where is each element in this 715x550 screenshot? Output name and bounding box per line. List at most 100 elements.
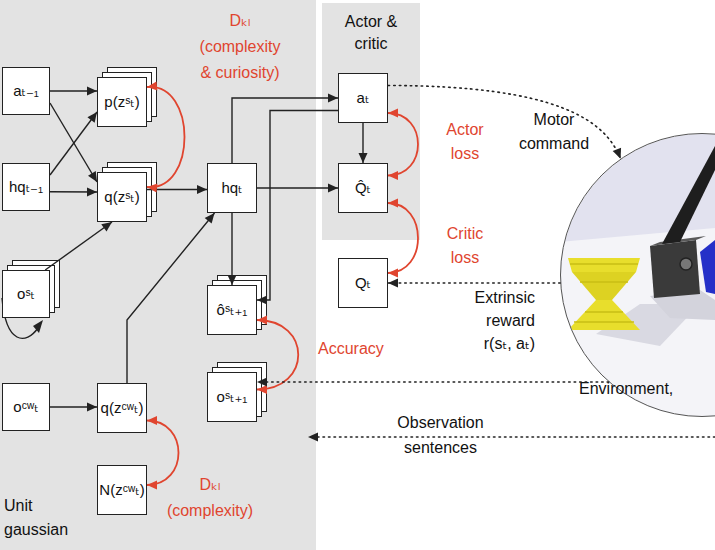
arrow-head <box>308 433 318 442</box>
connector <box>228 213 237 285</box>
arrow-head <box>101 222 112 231</box>
connector <box>50 87 97 96</box>
annotation-label: Dₖₗ (complexity & curiosity) <box>196 8 284 86</box>
node-label: ôˢₜ₊₁ <box>217 301 248 319</box>
connector-line <box>50 90 97 91</box>
connector-line <box>50 103 97 182</box>
node-label: oᶜʷₜ <box>13 398 38 416</box>
annotation-label: Critic loss <box>437 222 493 270</box>
annotation-label: Motor command <box>512 108 596 156</box>
state-box: Qₜ <box>338 258 388 308</box>
connector <box>147 185 207 194</box>
node-label: hqₜ <box>221 179 242 197</box>
annotation-label: Unit gaussian <box>4 494 84 542</box>
arrow-head <box>257 385 267 394</box>
robot-illustration <box>560 133 715 420</box>
arrow-head <box>87 187 97 196</box>
arrow-head <box>613 148 621 159</box>
connector-line <box>388 282 560 284</box>
arrow-head <box>205 213 215 224</box>
connector-line <box>362 123 363 163</box>
node-label: aₜ₋₁ <box>13 82 39 100</box>
connector <box>257 184 338 193</box>
connector-line <box>231 213 232 285</box>
connector <box>232 94 338 164</box>
arrow-head <box>87 112 97 123</box>
arrow-head <box>147 82 157 91</box>
state-box: aₜ <box>338 73 388 123</box>
node-label: Qₜ <box>355 274 371 292</box>
panel-heading: Actor & critic <box>322 11 420 55</box>
annotation-label: Dₖₗ (complexity) <box>165 472 255 524</box>
state-box: hqₜ₋₁ <box>2 163 50 211</box>
connector <box>127 213 215 383</box>
connector-line <box>257 381 609 383</box>
connector-line <box>388 86 621 159</box>
connector-line <box>127 213 215 383</box>
node-label: hqₜ₋₁ <box>9 178 43 196</box>
annotation-label: Observation sentences <box>383 410 498 460</box>
arrow-head <box>88 171 97 182</box>
state-box: aₜ₋₁ <box>2 67 50 115</box>
arrow-head <box>388 269 398 278</box>
connector <box>50 187 97 196</box>
connector-line <box>147 87 185 187</box>
arrow-head <box>147 184 157 193</box>
loss-arrow <box>388 199 418 278</box>
connector-line <box>257 187 338 188</box>
state-box: N(zᶜʷₜ) <box>97 465 147 515</box>
arrow-head <box>388 171 398 180</box>
connector-line <box>147 189 207 190</box>
connector-line <box>232 98 338 163</box>
connector <box>45 222 112 270</box>
arrow-head <box>328 94 338 103</box>
connector-line <box>50 112 97 175</box>
connector <box>50 403 97 412</box>
arrow-head <box>359 153 368 163</box>
state-box: oᶜʷₜ <box>2 383 50 431</box>
node-label: aₜ <box>357 89 370 107</box>
arrow-head <box>388 279 398 288</box>
arrow-head <box>257 296 267 305</box>
connector <box>50 103 97 182</box>
connector-line <box>257 320 298 390</box>
loss-arrow <box>388 109 418 181</box>
connector-line <box>50 191 97 193</box>
group-panel: Actor & critic aₜQ̂ₜ <box>322 3 420 240</box>
node-label: oˢₜ₊₁ <box>217 388 248 406</box>
connector <box>388 86 621 159</box>
arrow-head <box>147 416 157 425</box>
node-label: Q̂ₜ <box>355 179 371 197</box>
connector <box>257 111 338 305</box>
connector-line <box>388 203 418 273</box>
arrow-head <box>388 199 398 208</box>
connector-line <box>388 113 418 176</box>
node-label: p(zˢₜ) <box>104 93 139 111</box>
state-box: ôˢₜ₊₁ <box>207 285 257 335</box>
loss-arrow <box>147 82 185 193</box>
node-label: q(zᶜʷₜ) <box>101 399 144 417</box>
state-box: oˢₜ₊₁ <box>207 372 257 422</box>
state-box: oˢₜ <box>2 270 50 318</box>
arrow-head <box>328 184 338 193</box>
state-box: q(zᶜʷₜ) <box>97 383 147 433</box>
arrow-head <box>228 275 237 285</box>
connector <box>388 279 560 288</box>
observation-wire <box>318 436 715 438</box>
arrow-head <box>87 87 97 96</box>
arrow-head <box>33 320 43 333</box>
connector <box>257 378 609 387</box>
arrow-head <box>257 316 267 325</box>
node-label: Environment, <box>579 380 673 398</box>
connector-line <box>50 406 97 407</box>
arrow-head <box>147 481 157 490</box>
connector <box>359 123 368 163</box>
node-label: q(zˢₜ) <box>104 188 139 206</box>
state-box: hqₜ <box>207 163 257 213</box>
state-box: Q̂ₜ <box>338 163 388 213</box>
node-label: N(zᶜʷₜ) <box>99 481 144 499</box>
arrow-head <box>257 378 267 387</box>
arrow-head <box>197 185 207 194</box>
